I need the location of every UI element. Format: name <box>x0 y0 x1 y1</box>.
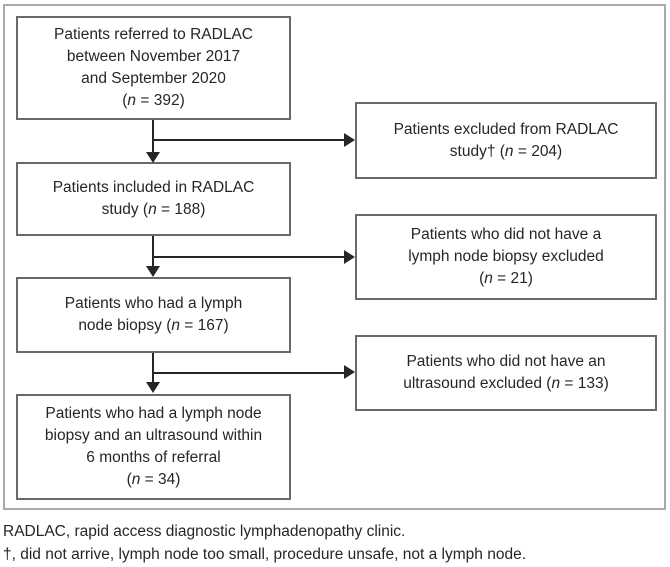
box-patients-referred: Patients referred to RADLAC between Novem… <box>16 16 291 120</box>
connector-line-vertical-3 <box>152 353 154 384</box>
box-text-line: 6 months of referral <box>86 449 221 466</box>
footnote-dagger: †, did not arrive, lymph node too small,… <box>3 546 526 563</box>
box-excluded-no-biopsy: Patients who did not have a lymph node bi… <box>355 214 657 300</box>
box-text-line: (n = 21) <box>479 270 533 287</box>
arrow-down-icon-2 <box>146 266 160 277</box>
box-text-line: node biopsy (n = 167) <box>78 317 229 334</box>
arrow-right-icon-1 <box>344 133 355 147</box>
box-text-line: study (n = 188) <box>101 201 206 218</box>
box-text-line: (n = 392) <box>122 92 185 109</box>
box-patients-biopsy: Patients who had a lymph node biopsy (n =… <box>16 277 291 353</box>
connector-line-vertical-1 <box>152 120 154 154</box>
box-text-line: Patients who had a lymph node <box>45 405 262 422</box>
arrow-right-icon-3 <box>344 365 355 379</box>
box-excluded-from-study: Patients excluded from RADLAC study† (n =… <box>355 102 657 179</box>
connector-line-horizontal-1 <box>152 139 344 141</box>
arrow-right-icon-2 <box>344 250 355 264</box>
connector-line-horizontal-2 <box>152 256 344 258</box>
flowchart-frame: Patients referred to RADLAC between Novem… <box>3 4 666 510</box>
box-text-line: between November 2017 <box>66 48 241 65</box>
box-text-line: Patients excluded from RADLAC <box>393 120 619 138</box>
box-text-line: Patients who did not have a <box>410 226 602 243</box>
box-text-line: Patients included in RADLAC <box>52 179 255 196</box>
box-text-line: Patients who did not have an <box>406 353 606 370</box>
box-text-line: lymph node biopsy excluded <box>408 248 604 265</box>
box-text-line: Patients who had a lymph <box>64 295 243 312</box>
box-text-line: study† (n = 204) <box>449 142 563 160</box>
box-patients-biopsy-ultrasound: Patients who had a lymph node biopsy and … <box>16 394 291 500</box>
box-patients-included: Patients included in RADLAC study (n = 18… <box>16 162 291 236</box>
box-text-line: biopsy and an ultrasound within <box>44 427 263 444</box>
footnote-abbreviation: RADLAC, rapid access diagnostic lymphade… <box>3 523 406 540</box>
arrow-down-icon-3 <box>146 382 160 393</box>
box-text-line: (n = 34) <box>126 471 181 488</box>
box-text-line: Patients referred to RADLAC <box>53 26 253 43</box>
box-excluded-no-ultrasound: Patients who did not have an ultrasound e… <box>355 335 657 411</box>
arrow-down-icon-1 <box>146 152 160 163</box>
box-text-line: ultrasound excluded (n = 133) <box>403 375 609 392</box>
connector-line-vertical-2 <box>152 236 154 268</box>
box-text-line: and September 2020 <box>81 70 226 87</box>
footnotes: RADLAC, rapid access diagnostic lymphade… <box>3 520 526 566</box>
connector-line-horizontal-3 <box>152 372 344 374</box>
